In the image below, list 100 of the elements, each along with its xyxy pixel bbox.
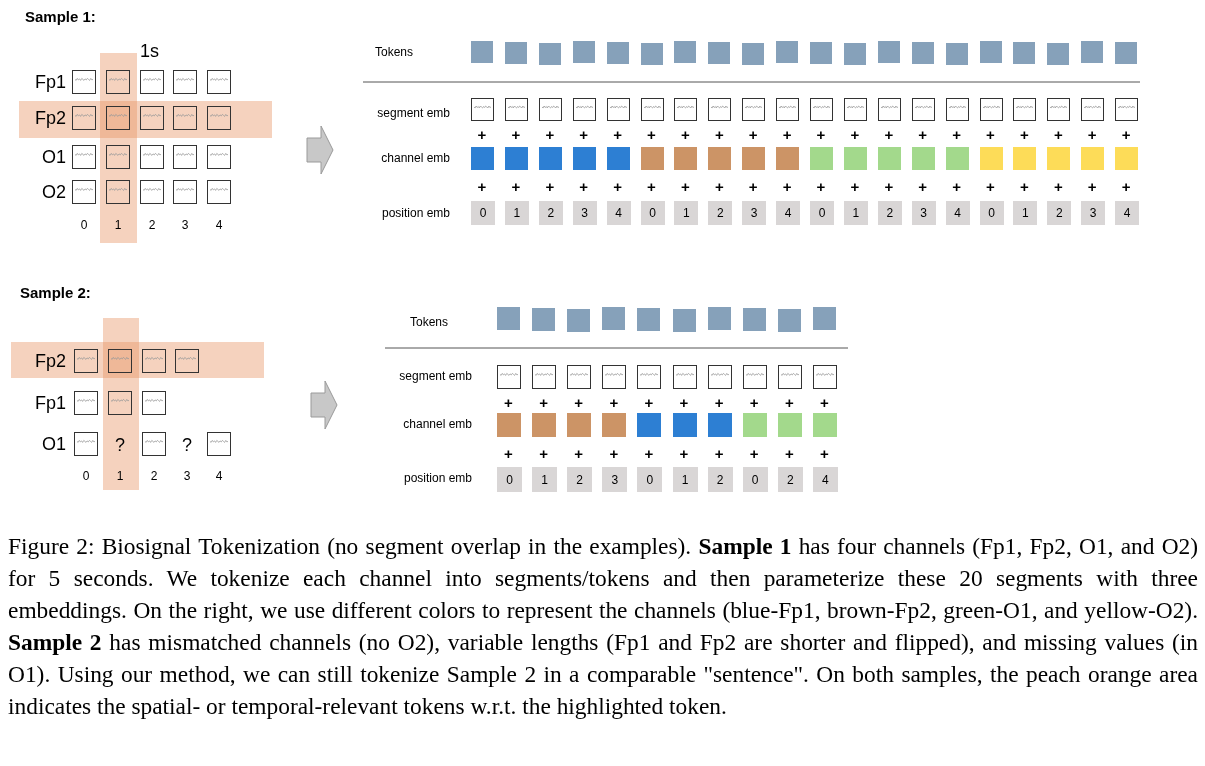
signal-segment-box: [106, 70, 130, 94]
signal-segment-box: [602, 365, 627, 389]
channel-label: Fp1: [34, 73, 66, 91]
panel-title: Sample 1:: [25, 9, 96, 24]
signal-segment-box: [207, 145, 231, 169]
token-square: [1013, 42, 1036, 64]
token-square: [911, 42, 934, 64]
segment-index: 2: [147, 219, 157, 231]
plus-sign: +: [783, 446, 795, 461]
segment-index: 1: [113, 219, 123, 231]
signal-segment-box: [207, 106, 231, 130]
signal-segment-box: [74, 349, 98, 373]
position-box: 3: [911, 201, 936, 225]
position-box: 2: [777, 467, 803, 492]
token-square: [672, 309, 696, 332]
plus-sign: +: [612, 179, 623, 194]
row-label: position emb: [403, 472, 472, 484]
signal-segment-box: [173, 106, 197, 130]
signal-segment-box: [776, 98, 800, 121]
plus-sign: +: [849, 179, 861, 194]
plus-sign: +: [538, 446, 549, 461]
channel-embedding-square: [708, 147, 732, 170]
token-square: [606, 42, 629, 64]
channel-embedding-square: [707, 413, 732, 437]
channel-embedding-square: [1013, 147, 1037, 170]
segment-index: 0: [79, 219, 89, 231]
channel-embedding-square: [640, 147, 664, 170]
signal-segment-box: [979, 98, 1003, 121]
plus-sign: +: [713, 127, 725, 142]
plus-sign: +: [713, 179, 725, 194]
signal-segment-box: [945, 98, 969, 121]
missing-value-mark: ?: [114, 436, 126, 454]
channel-embedding-square: [812, 413, 837, 437]
channel-embedding-square: [877, 147, 901, 170]
signal-segment-box: [1013, 98, 1037, 121]
signal-segment-box: [108, 349, 132, 373]
plus-sign: +: [1019, 179, 1030, 194]
channel-embedding-square: [911, 147, 935, 170]
channel-embedding-square: [945, 147, 969, 170]
signal-segment-box: [640, 98, 664, 121]
plus-sign: +: [819, 446, 830, 461]
plus-sign: +: [713, 446, 725, 461]
token-square: [777, 309, 801, 332]
token-square: [532, 308, 556, 331]
token-square: [471, 41, 493, 63]
channel-embedding-square: [843, 147, 867, 170]
plus-sign: +: [510, 179, 522, 194]
figure-caption: Figure 2: Biosignal Tokenization (no segment overlap in the examples). Sample 1 has four channels (Fp1, Fp2, O1, and O2) for 5 seconds. We tokenize each channel into segments/tokens and then parameterize these 20 segments with three embeddings. On the right, we use different colors to represent the channels (blue-Fp1, brown-Fp2, green-O1, and yellow-O2). Sample 2 has mismatched channels (no O2), variable lengths (Fp1 and Fp2 are shorter and flipped), and missing values (in O1). Using our method, we can still tokenize Sample 2 in a comparable "sentence". On both samples, the peach orange area indicates the spatial- or temporal-relevant tokens w.r.t. the highlighted token.: [8, 532, 1198, 721]
row-label: position emb: [381, 207, 450, 219]
signal-segment-box: [142, 432, 166, 456]
plus-sign: +: [781, 127, 793, 142]
token-square: [877, 41, 900, 63]
row-label: segment emb: [377, 107, 450, 119]
token-square: [572, 41, 595, 63]
channel-label: Fp2: [34, 352, 66, 370]
channel-embedding-square: [504, 147, 528, 170]
signal-segment-box: [140, 70, 164, 94]
channel-embedding-square: [602, 413, 627, 437]
plus-sign: +: [781, 179, 793, 194]
channel-embedding-square: [742, 413, 767, 437]
plus-sign: +: [951, 179, 962, 194]
token-square: [1115, 42, 1138, 64]
plus-sign: +: [748, 446, 760, 461]
signal-segment-box: [140, 145, 164, 169]
plus-sign: +: [1086, 179, 1098, 194]
missing-value-mark: ?: [181, 436, 193, 454]
plus-sign: +: [643, 446, 655, 461]
plus-sign: +: [476, 127, 488, 142]
signal-segment-box: [140, 180, 164, 204]
row-label: Tokens: [374, 46, 414, 58]
plus-sign: +: [646, 179, 657, 194]
position-box: 0: [640, 201, 665, 225]
plus-sign: +: [678, 395, 690, 410]
position-box: 1: [1013, 201, 1038, 225]
position-box: 4: [606, 201, 631, 225]
signal-segment-box: [471, 98, 494, 121]
channel-label: Fp1: [34, 394, 66, 412]
plus-sign: +: [544, 179, 556, 194]
token-square: [812, 307, 836, 330]
signal-segment-box: [707, 365, 732, 389]
plus-sign: +: [783, 395, 795, 410]
signal-segment-box: [74, 391, 98, 415]
segment-index: 0: [81, 470, 91, 482]
channel-embedding-square: [637, 413, 662, 437]
signal-segment-box: [606, 98, 630, 121]
signal-segment-box: [877, 98, 901, 121]
signal-segment-box: [742, 365, 767, 389]
position-box: 0: [810, 201, 834, 225]
signal-segment-box: [173, 145, 197, 169]
plus-sign: +: [608, 395, 620, 410]
token-square: [602, 307, 626, 330]
signal-segment-box: [106, 180, 130, 204]
plus-sign: +: [680, 179, 691, 194]
plus-sign: +: [573, 446, 585, 461]
plus-sign: +: [815, 127, 827, 142]
plus-sign: +: [1120, 127, 1132, 142]
signal-segment-box: [173, 180, 197, 204]
position-box: 0: [637, 467, 663, 492]
token-square: [979, 41, 1002, 63]
position-box: 1: [504, 201, 529, 225]
